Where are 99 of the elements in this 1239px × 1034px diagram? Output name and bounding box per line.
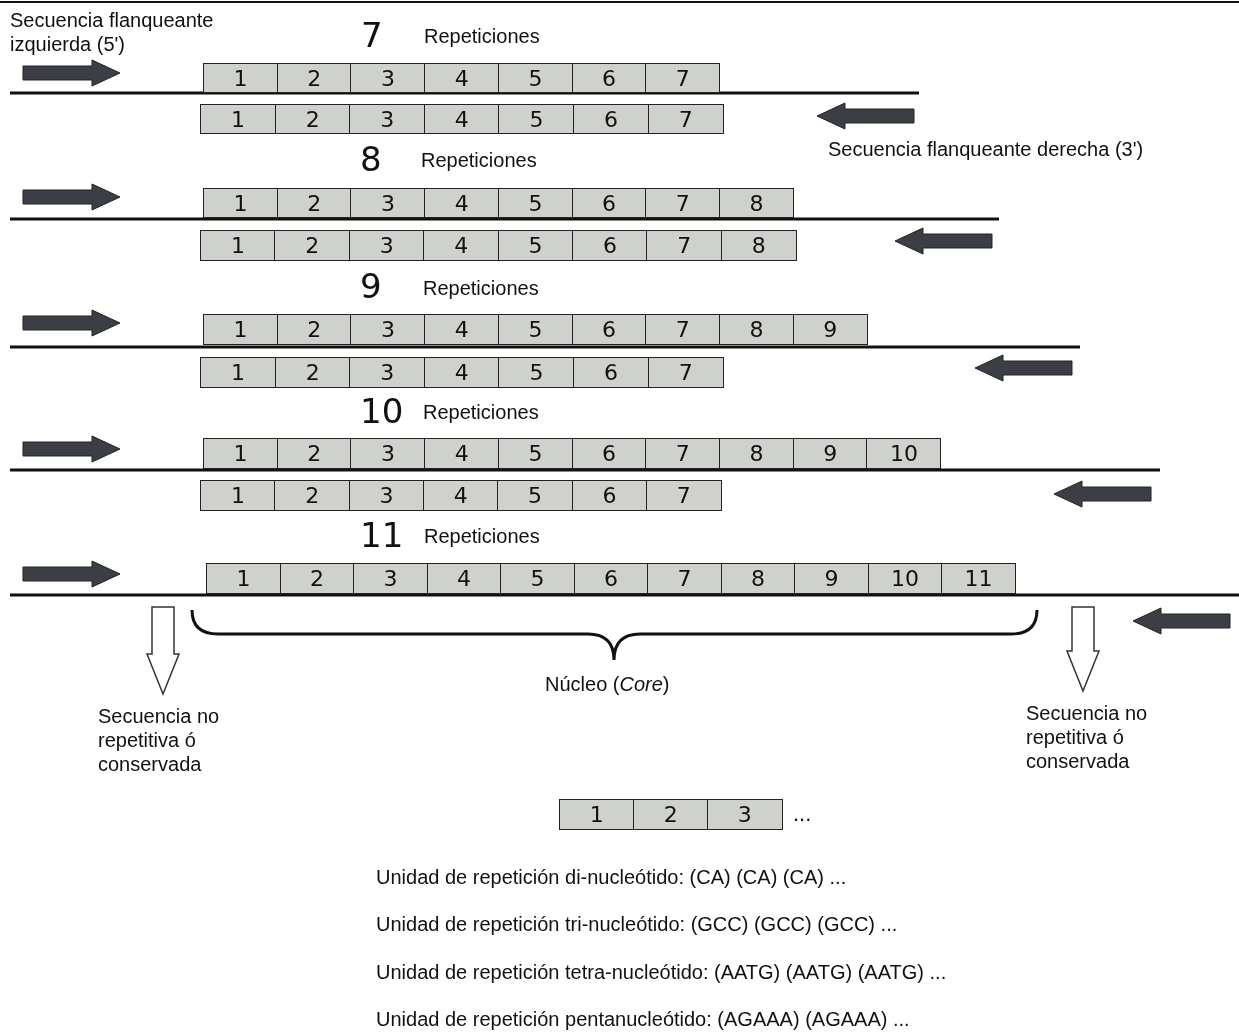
repeat-unit: 6	[571, 480, 648, 511]
repeat-unit: 1	[203, 438, 279, 469]
repeat-unit: 3	[353, 563, 428, 594]
repeat-unit: 8	[720, 563, 796, 594]
repeat-unit: 7	[645, 438, 721, 469]
repeat-unit: 2	[633, 799, 709, 830]
repeat-unit: 1	[200, 104, 277, 134]
repeat-unit: 4	[424, 63, 500, 93]
repeat-unit: 8	[718, 188, 795, 218]
repeat-count: 10	[360, 394, 404, 428]
repeat-label: Repeticiones	[423, 276, 539, 300]
repeat-unit: 6	[571, 63, 647, 93]
repeat-unit: 9	[792, 438, 868, 469]
repeat-unit: 2	[274, 104, 351, 134]
repeat-unit: 2	[276, 438, 352, 469]
repeat-unit: 7	[645, 314, 721, 345]
repeat-unit: 7	[645, 63, 721, 93]
repeat-unit: 5	[497, 438, 573, 469]
repeat-unit: 4	[423, 357, 500, 388]
repeat-unit: 1	[200, 480, 276, 511]
repeat-unit: 1	[206, 563, 281, 594]
ellipsis: ...	[793, 801, 812, 828]
repeat-unit: 9	[792, 314, 868, 345]
repeat-unit: 10	[867, 563, 943, 594]
repeat-unit: 1	[200, 357, 277, 388]
repeat-unit: 3	[348, 480, 425, 511]
repeat-unit: 2	[274, 230, 351, 261]
repeat-count: 7	[361, 18, 383, 52]
repeat-unit: 6	[573, 563, 649, 594]
repeat-unit: 8	[720, 230, 797, 261]
repeat-unit: 5	[500, 563, 575, 594]
repeat-unit: 3	[350, 63, 426, 93]
core-label: Núcleo (Core)	[545, 672, 670, 696]
repeat-unit: 1	[203, 188, 279, 218]
repeat-unit: 6	[571, 188, 647, 218]
repeat-label: Repeticiones	[424, 524, 540, 548]
repeat-unit: 8	[718, 314, 795, 345]
repeat-unit: 6	[572, 230, 648, 261]
repeat-unit: 8	[718, 438, 795, 469]
repeat-unit-description: Unidad de repetición di-nucleótido: (CA) (CA) (CA) ...	[376, 865, 847, 889]
repeat-unit: 5	[497, 230, 574, 261]
repeat-unit: 3	[349, 357, 426, 388]
repeat-unit: 4	[424, 438, 500, 469]
repeat-unit: 2	[279, 563, 355, 594]
region-label: Secuencia no repetitiva ó conservada	[1026, 701, 1176, 773]
repeat-unit: 5	[497, 63, 573, 93]
repeat-unit: 5	[498, 357, 575, 388]
repeat-unit: 2	[276, 63, 352, 93]
repeat-count: 11	[360, 518, 404, 552]
repeat-unit: 5	[498, 104, 575, 134]
repeat-unit: 7	[646, 230, 723, 261]
repeat-unit: 4	[423, 104, 500, 134]
repeat-unit: 4	[423, 230, 500, 261]
hollow-arrow	[1065, 606, 1101, 693]
repeat-unit: 5	[497, 188, 573, 218]
repeat-unit: 1	[559, 799, 635, 830]
repeat-unit: 5	[497, 480, 573, 511]
repeat-unit: 2	[274, 480, 351, 511]
repeat-unit: 10	[866, 438, 942, 469]
hollow-arrow	[145, 606, 181, 696]
repeat-unit: 2	[274, 357, 351, 388]
repeat-unit: 2	[276, 314, 352, 345]
repeat-unit: 7	[645, 188, 721, 218]
repeat-unit: 6	[571, 314, 647, 345]
repeat-unit: 5	[497, 314, 573, 345]
repeat-count: 9	[360, 269, 382, 303]
flank-label: Secuencia flanqueante izquierda (5')	[10, 8, 215, 56]
repeat-count: 8	[360, 142, 382, 176]
repeat-label: Repeticiones	[423, 400, 539, 424]
repeat-unit: 9	[794, 563, 869, 594]
repeat-unit: 3	[350, 314, 426, 345]
flank-label: Secuencia flanqueante derecha (3')	[828, 137, 1144, 161]
repeat-label: Repeticiones	[424, 24, 540, 48]
repeat-unit: 11	[941, 563, 1016, 594]
repeat-unit: 7	[647, 563, 722, 594]
repeat-unit: 4	[422, 480, 499, 511]
repeat-unit-description: Unidad de repetición pentanucleótido: (AGAAA) (AGAAA) ...	[376, 1007, 910, 1031]
repeat-unit: 7	[647, 104, 724, 134]
repeat-unit-description: Unidad de repetición tri-nucleótido: (GCC) (GCC) (GCC) ...	[376, 912, 898, 936]
repeat-unit: 3	[349, 104, 426, 134]
repeat-unit: 3	[350, 188, 426, 218]
repeat-unit: 7	[647, 357, 724, 388]
repeat-unit: 6	[571, 438, 647, 469]
repeat-unit: 6	[573, 104, 650, 134]
repeat-unit: 4	[426, 563, 502, 594]
repeat-unit: 6	[573, 357, 650, 388]
repeat-unit: 4	[424, 314, 500, 345]
repeat-unit: 7	[645, 480, 722, 511]
repeat-unit: 2	[276, 188, 352, 218]
repeat-unit: 4	[424, 188, 500, 218]
repeat-unit: 3	[350, 438, 426, 469]
repeat-unit: 3	[348, 230, 425, 261]
repeat-unit-description: Unidad de repetición tetra-nucleótido: (AATG) (AATG) (AATG) ...	[376, 960, 947, 984]
repeat-unit: 1	[200, 230, 276, 261]
region-label: Secuencia no repetitiva ó conservada	[98, 704, 248, 776]
repeat-unit: 1	[203, 314, 279, 345]
repeat-unit: 1	[203, 63, 279, 93]
repeat-label: Repeticiones	[421, 148, 537, 172]
repeat-unit: 3	[707, 799, 783, 830]
